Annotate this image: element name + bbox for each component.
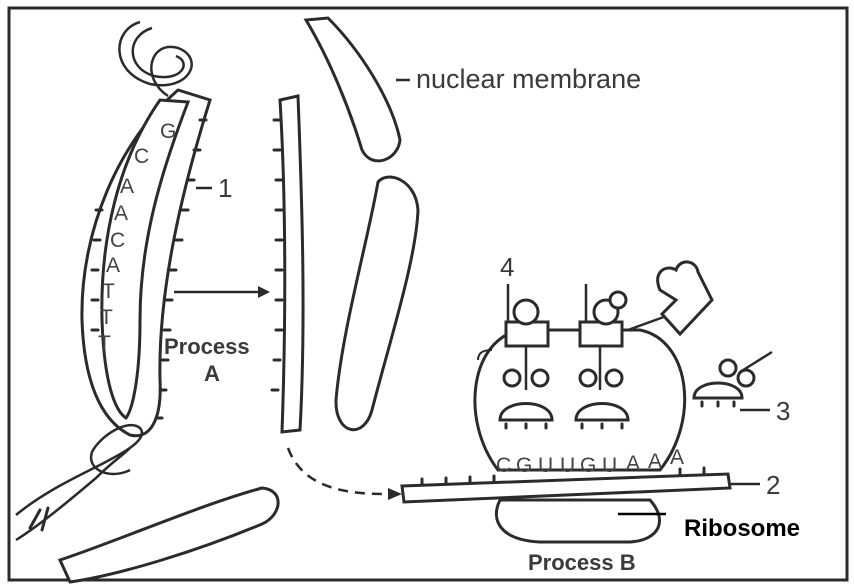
mrna-strand-cytoplasm [402,474,730,502]
dna-helix-bottom [16,425,142,515]
mrna-base: G [580,454,596,477]
dna-base: C [110,229,125,252]
ribosome-large-subunit [475,330,685,470]
dna-helix-bottom-2 [16,448,130,540]
mrna-base: C [496,454,511,477]
label-2: 2 [766,470,780,500]
mrna-strand-ticks [272,120,282,390]
process-a-label: Process [164,334,250,359]
dna-base: C [134,145,149,168]
mrna-base: A [670,446,684,469]
dna-base: T [100,306,113,329]
transcription-arrowhead [258,286,270,298]
process-b-label: Process B [528,550,636,575]
free-trna [694,352,772,406]
label-3: 3 [776,396,790,426]
dna-base: T [102,280,115,303]
mrna-base: G [516,454,532,477]
export-arrow [288,448,390,494]
process-a-letter: A [204,361,220,386]
mrna-base: U [602,454,617,477]
dna-base: A [114,202,128,225]
nuclear-membrane-label: nuclear membrane [416,64,641,94]
mrna-base: A [648,450,662,473]
dna-base: G [160,120,176,143]
export-arrowhead [388,488,402,500]
dna-base: A [106,254,120,277]
mrna-strand-nucleus [280,96,303,432]
polypeptide-chain [658,262,712,334]
ribosome-label: Ribosome [684,515,800,542]
dna-base: A [120,175,134,198]
nuclear-membrane-segment-bottom [60,488,278,582]
nuclear-membrane-segment-middle [336,177,418,430]
label-1: 1 [218,173,232,203]
nuclear-membrane-segment-top [306,18,400,161]
mrna-base: U [560,454,575,477]
ribosome-small-subunit [496,500,659,542]
dna-base: T [98,332,111,355]
mrna-base: A [626,452,640,475]
mrna-base: U [538,454,553,477]
label-4: 4 [500,252,514,282]
